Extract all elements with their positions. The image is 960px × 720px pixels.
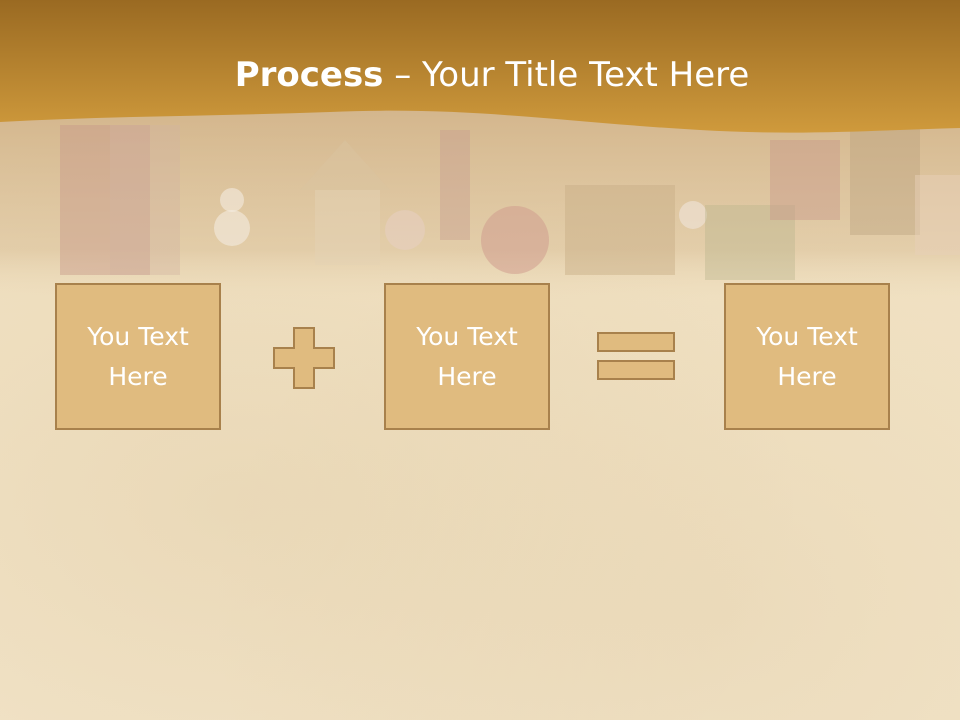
process-box-1[interactable]: You Text Here bbox=[55, 283, 221, 430]
process-box-3[interactable]: You Text Here bbox=[724, 283, 890, 430]
process-box-2-text: You Text Here bbox=[416, 321, 518, 391]
process-box-3-text: You Text Here bbox=[756, 321, 858, 391]
title-rest-text: – Your Title Text Here bbox=[383, 55, 750, 95]
title-bold-text: Process bbox=[234, 55, 384, 95]
decorative-ornament-banner bbox=[0, 100, 960, 300]
title-header-bar bbox=[0, 0, 960, 140]
process-box-2[interactable]: You Text Here bbox=[384, 283, 550, 430]
equals-icon bbox=[596, 331, 676, 383]
plus-icon bbox=[272, 326, 336, 390]
process-box-1-text: You Text Here bbox=[87, 321, 189, 391]
slide-title: Process – Your Title Text Here bbox=[0, 52, 960, 98]
